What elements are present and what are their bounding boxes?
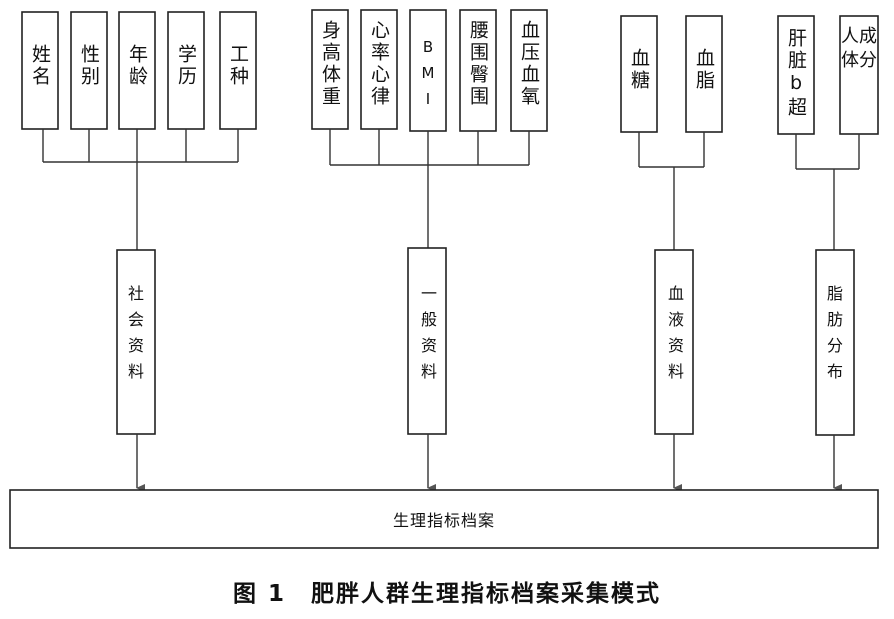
category-label-blood: 血液资料 xyxy=(665,285,684,389)
item-box-blood-pressure xyxy=(510,9,548,132)
item-box-blood-sugar xyxy=(620,15,658,133)
target-box xyxy=(9,489,879,549)
category-box-fat xyxy=(815,249,855,436)
item-label-blood-pressure: 血压血氧 xyxy=(518,20,540,108)
item-label-body-composition: 人成体分 xyxy=(841,26,877,71)
item-box-education xyxy=(167,11,205,130)
item-label-age: 年龄 xyxy=(126,44,148,88)
item-box-liver-ultrasound xyxy=(777,15,815,135)
category-box-blood xyxy=(654,249,694,435)
item-label-blood-sugar: 血糖 xyxy=(628,48,650,92)
item-box-name xyxy=(21,11,59,130)
item-box-heart-rate xyxy=(360,9,398,130)
figure-caption: 图 1 肥胖人群生理指标档案采集模式 xyxy=(232,581,661,607)
category-box-general xyxy=(407,247,447,435)
item-label-height-weight: 身高体重 xyxy=(319,20,341,108)
item-box-waist-hip xyxy=(459,9,497,132)
item-box-blood-lipid xyxy=(685,15,723,133)
item-label-waist-hip: 腰围臀围 xyxy=(467,20,489,108)
category-label-general: 一般资料 xyxy=(418,285,437,389)
item-box-height-weight xyxy=(311,9,349,130)
item-label-bmi: BMI xyxy=(419,38,437,116)
category-box-social xyxy=(116,249,156,435)
item-box-body-composition xyxy=(839,15,879,135)
category-label-fat: 脂肪分布 xyxy=(824,285,843,389)
item-label-gender: 性别 xyxy=(78,44,100,88)
item-label-liver-ultrasound: 肝脏b超 xyxy=(785,28,807,119)
item-label-name: 姓名 xyxy=(29,44,51,88)
item-box-gender xyxy=(70,11,108,130)
category-label-social: 社会资料 xyxy=(125,285,144,389)
item-label-education: 学历 xyxy=(175,44,197,88)
target-label: 生理指标档案 xyxy=(392,511,495,530)
item-label-heart-rate: 心率心律 xyxy=(368,20,390,108)
item-label-occupation: 工种 xyxy=(227,44,249,88)
item-label-blood-lipid: 血脂 xyxy=(693,48,715,92)
